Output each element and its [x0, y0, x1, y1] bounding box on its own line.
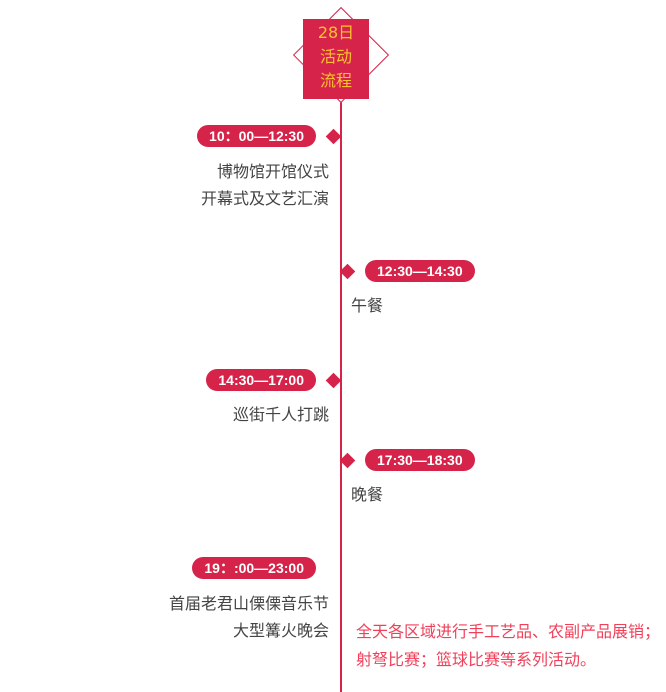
- all-day-note: 全天各区域进行手工艺品、农副产品展销；射弩比赛；篮球比赛等系列活动。: [356, 622, 661, 669]
- diamond-marker-icon: [325, 128, 342, 145]
- desc-line: 午餐: [351, 296, 384, 315]
- desc-line: 博物馆开馆仪式: [216, 162, 329, 181]
- timeline-line: [340, 99, 342, 692]
- event-description: 晚餐: [351, 481, 383, 508]
- event-description: 巡街千人打跳: [233, 401, 329, 428]
- desc-line: 开幕式及文艺汇演: [200, 189, 329, 208]
- title-line: 28日: [317, 23, 355, 42]
- event-description: 博物馆开馆仪式 开幕式及文艺汇演: [201, 158, 329, 212]
- desc-line: 大型篝火晚会: [232, 621, 329, 640]
- diamond-marker-icon: [339, 452, 356, 469]
- event-description: 午餐: [351, 292, 383, 319]
- desc-line: 晚餐: [351, 485, 384, 504]
- desc-line: 巡街千人打跳: [232, 405, 329, 424]
- time-badge: 19：:00—23:00: [192, 557, 316, 579]
- desc-line: 首届老君山傈傈音乐节: [168, 594, 329, 613]
- event-description: 首届老君山傈傈音乐节 大型篝火晚会: [169, 590, 329, 644]
- time-badge: 10：00—12:30: [197, 125, 316, 147]
- time-badge: 17:30—18:30: [365, 449, 475, 471]
- diamond-marker-icon: [325, 372, 342, 389]
- title-line: 活动: [319, 47, 352, 66]
- timeline-title: 28日 活动 流程: [303, 19, 369, 99]
- diamond-marker-icon: [339, 263, 356, 280]
- time-badge: 12:30—14:30: [365, 260, 475, 282]
- time-badge: 14:30—17:00: [206, 369, 316, 391]
- title-line: 流程: [319, 71, 352, 90]
